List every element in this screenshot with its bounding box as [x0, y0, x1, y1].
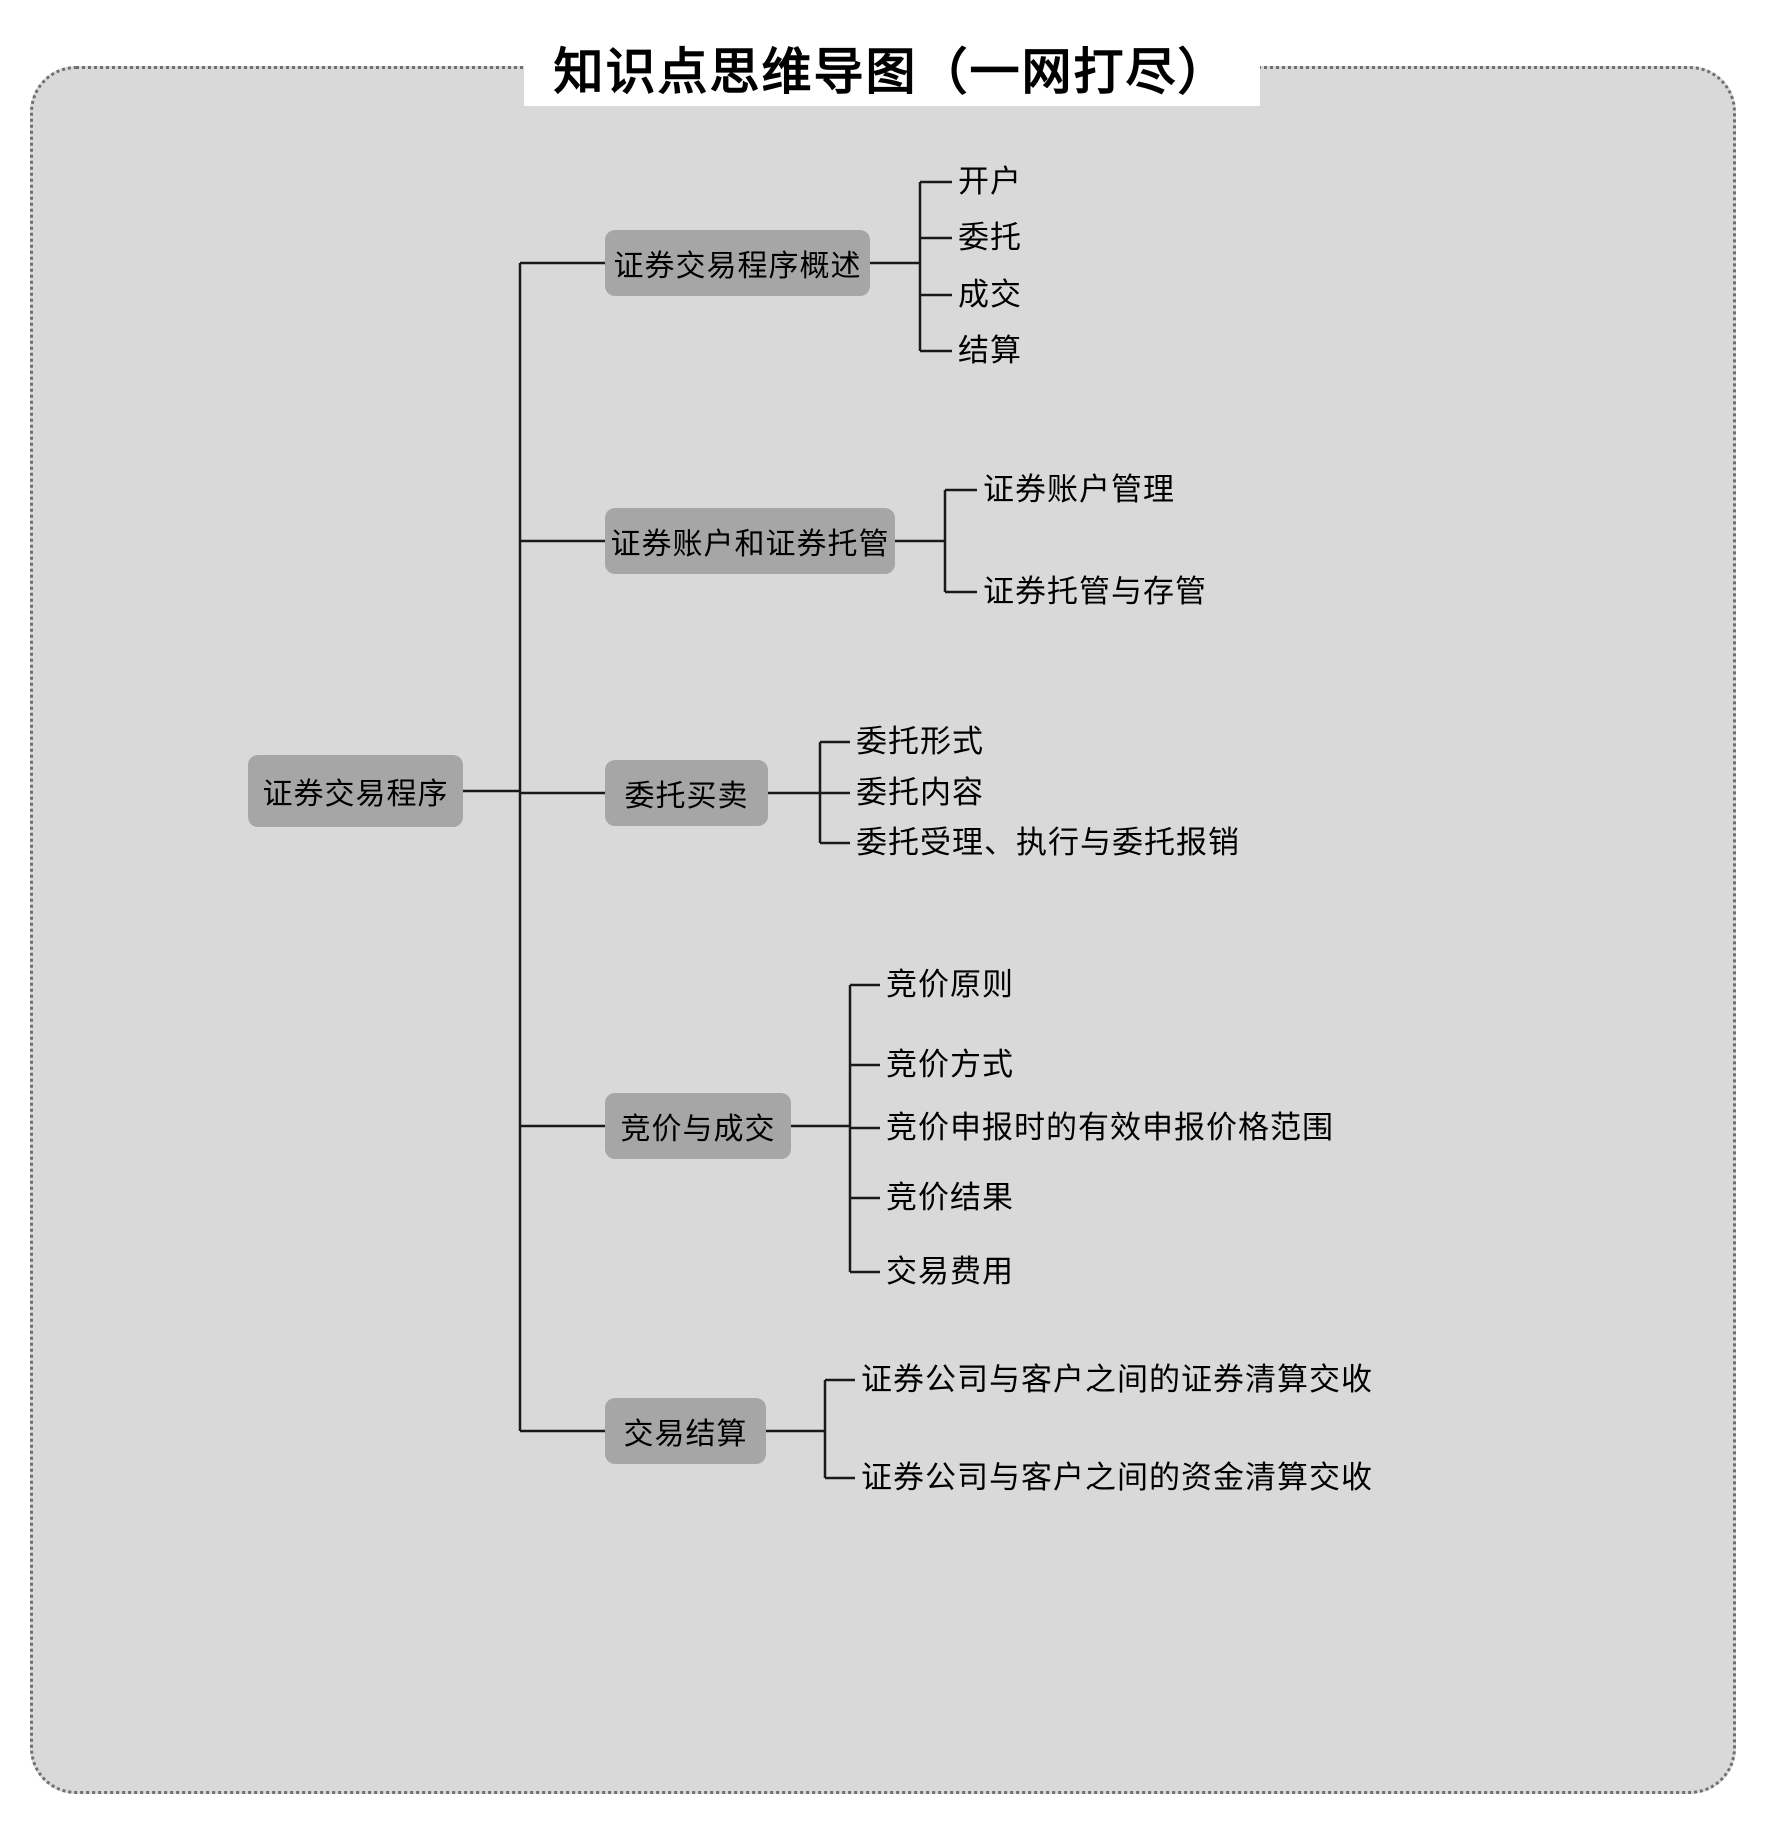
leaf-node: 委托受理、执行与委托报销	[856, 825, 1240, 860]
leaf-node: 交易费用	[886, 1254, 1014, 1289]
branch-overview: 证券交易程序概述	[605, 230, 870, 296]
leaf-node: 委托	[958, 220, 1022, 255]
branch-entrusted-trading: 委托买卖	[605, 760, 768, 826]
leaf-node: 结算	[958, 333, 1022, 368]
leaf-node: 开户	[958, 164, 1022, 199]
leaf-node: 证券公司与客户之间的证券清算交收	[861, 1362, 1373, 1397]
branch-stub-lines	[520, 261, 605, 1433]
root-node: 证券交易程序	[248, 755, 463, 827]
branch-accounts-custody: 证券账户和证券托管	[605, 508, 895, 574]
branch3-child-lines	[768, 740, 850, 845]
branch2-child-lines	[895, 488, 977, 594]
branch1-child-lines	[870, 180, 952, 353]
leaf-node: 成交	[958, 277, 1022, 312]
leaf-node: 委托内容	[856, 775, 984, 810]
branch4-child-lines	[791, 983, 880, 1274]
leaf-node: 委托形式	[856, 724, 984, 759]
leaf-node: 竞价方式	[886, 1047, 1014, 1082]
mindmap-canvas	[30, 66, 1736, 1794]
branch-bidding-transaction: 竞价与成交	[605, 1093, 791, 1159]
leaf-node: 证券托管与存管	[983, 574, 1207, 609]
leaf-node: 竞价申报时的有效申报价格范围	[886, 1110, 1334, 1145]
branch-settlement: 交易结算	[605, 1398, 766, 1464]
page-title: 知识点思维导图（一网打尽）	[523, 30, 1260, 106]
leaf-node: 竞价结果	[886, 1180, 1014, 1215]
leaf-node: 竞价原则	[886, 967, 1014, 1002]
leaf-node: 证券账户管理	[983, 472, 1175, 507]
leaf-node: 证券公司与客户之间的资金清算交收	[861, 1460, 1373, 1495]
branch5-child-lines	[766, 1378, 855, 1480]
